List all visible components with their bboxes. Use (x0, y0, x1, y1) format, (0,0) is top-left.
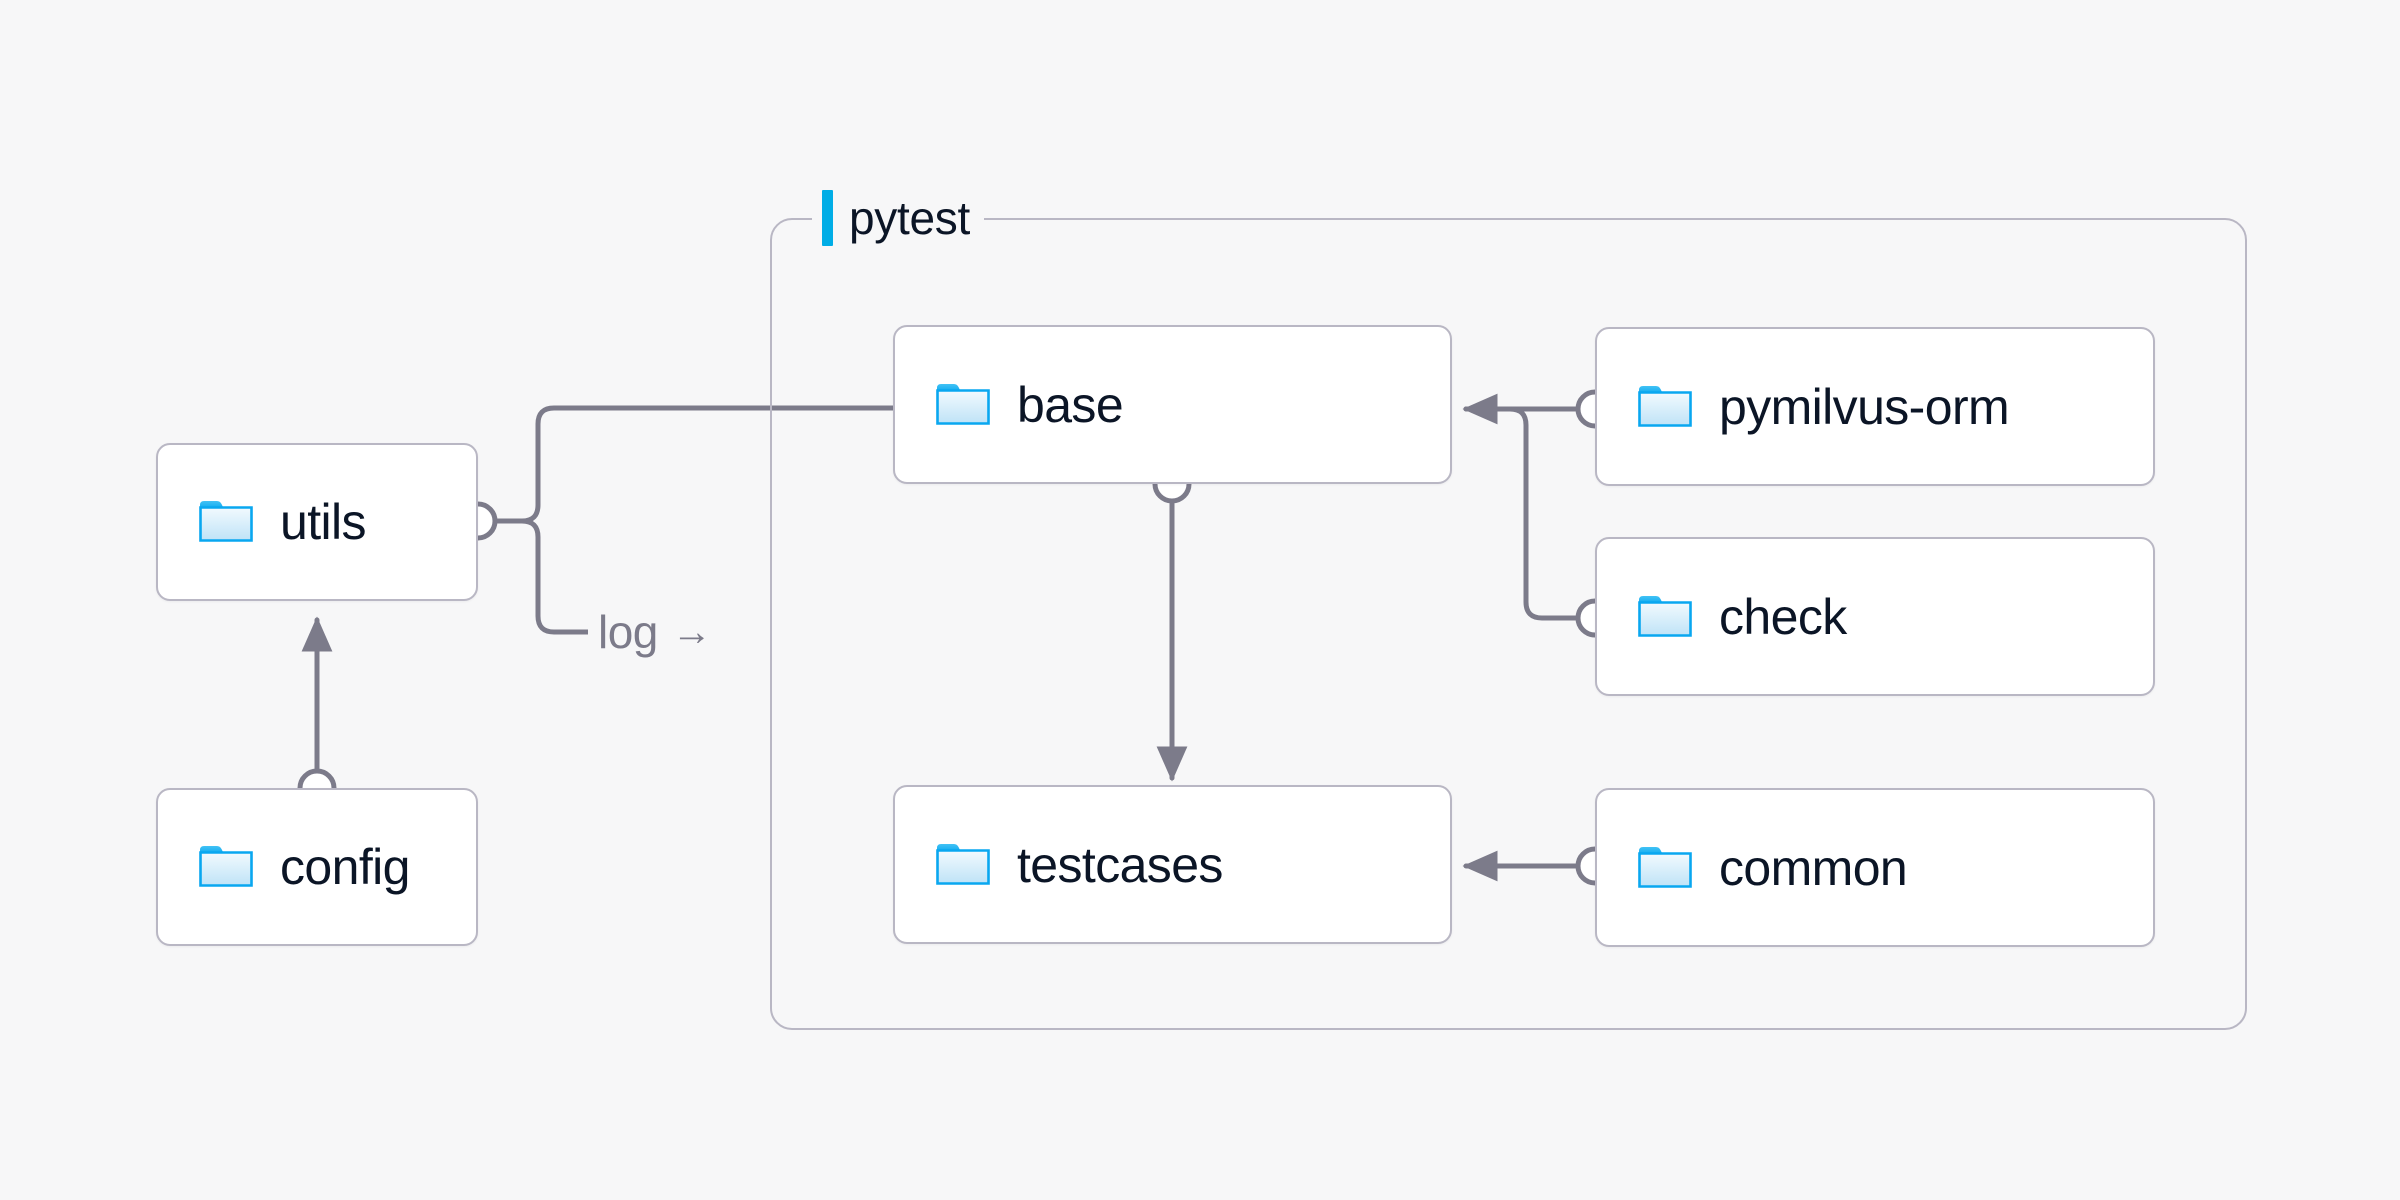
node-utils[interactable]: utils (156, 443, 478, 601)
node-check[interactable]: check (1595, 537, 2155, 696)
node-pymilvus-orm-label: pymilvus-orm (1719, 378, 2010, 435)
node-config-label: config (280, 839, 410, 895)
node-testcases-label: testcases (1017, 836, 1223, 893)
folder-icon (1638, 385, 1692, 427)
node-config[interactable]: config (156, 788, 478, 946)
accent-bar-icon (822, 190, 833, 246)
node-common-label: common (1719, 839, 1908, 896)
folder-icon (936, 383, 990, 425)
node-utils-label: utils (280, 494, 367, 550)
node-base-label: base (1017, 376, 1124, 433)
node-testcases[interactable]: testcases (893, 785, 1452, 944)
folder-icon (199, 501, 253, 542)
arrow-right-icon: → (671, 610, 712, 654)
edge-config-to-utils (297, 616, 337, 808)
folder-icon (1638, 846, 1692, 888)
folder-icon (1638, 595, 1692, 637)
folder-icon (936, 843, 990, 885)
group-pytest[interactable] (770, 218, 2247, 1030)
node-check-label: check (1719, 588, 1847, 645)
node-base[interactable]: base (893, 325, 1452, 484)
edge-label-log: log → (588, 604, 722, 660)
node-common[interactable]: common (1595, 788, 2155, 947)
group-pytest-label-wrap: pytest (812, 188, 984, 248)
folder-icon (199, 846, 253, 887)
node-pymilvus-orm[interactable]: pymilvus-orm (1595, 327, 2155, 486)
edge-label-log-text: log (598, 606, 658, 658)
group-pytest-label: pytest (849, 192, 970, 244)
